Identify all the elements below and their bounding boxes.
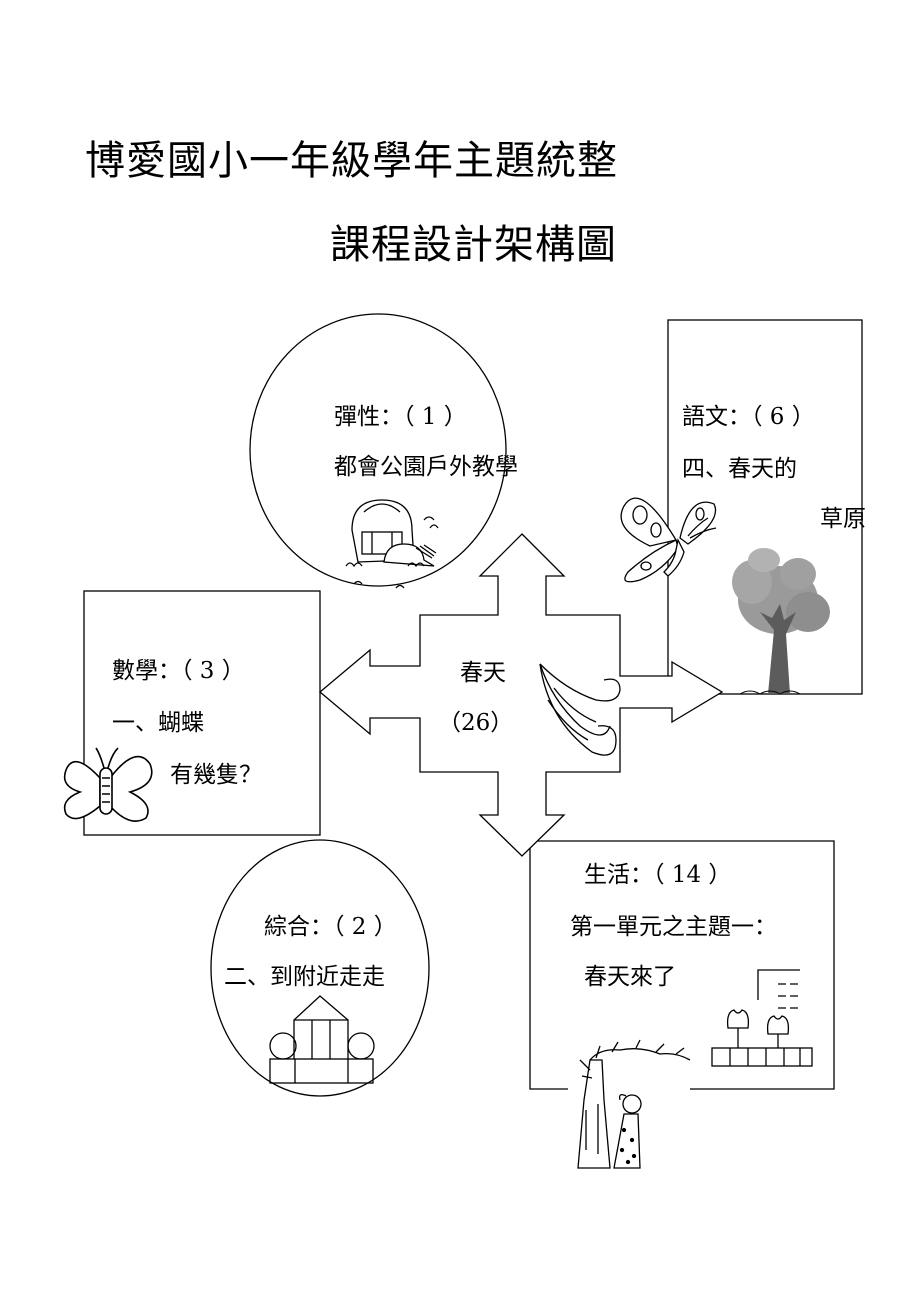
center-total: （26）	[438, 710, 514, 736]
life-topic-line1: 第一單元之主題一：	[570, 914, 777, 940]
chinese-subject: 語文：（ 6 ）	[682, 404, 815, 430]
integrated-topic: 二、到附近走走	[224, 964, 385, 990]
girl-under-tree-icon	[577, 1039, 691, 1169]
page-title: 博愛國小一年級學年主題統整	[85, 138, 618, 184]
life-subject: 生活：（ 14 ）	[584, 862, 732, 888]
tulip-planter-icon	[711, 969, 813, 1067]
flexible-circle	[249, 313, 507, 587]
block-house-icon	[269, 995, 375, 1084]
math-butterfly-icon	[63, 747, 153, 822]
tree-icon	[732, 548, 830, 695]
butterfly-icon	[620, 497, 717, 583]
wind-swirl-icon	[539, 663, 621, 756]
life-topic-line2: 春天來了	[584, 964, 676, 990]
integrated-circle	[210, 839, 430, 1097]
flexible-subject: 彈性：（ 1 ）	[334, 404, 467, 430]
cross-arrow	[318, 533, 724, 857]
integrated-subject: 綜合：（ 2 ）	[264, 914, 397, 940]
flexible-topic: 都會公園戶外教學	[334, 454, 518, 480]
chinese-topic-line1: 四、春天的	[682, 456, 797, 482]
page-subtitle: 課程設計架構圖	[330, 222, 617, 268]
math-topic-line1: 一、蝴蝶	[112, 710, 204, 736]
math-topic-line2: 有幾隻？	[170, 762, 262, 788]
center-theme: 春天	[460, 660, 506, 686]
backpack-icon	[345, 499, 439, 589]
chinese-topic-line2: 草原	[820, 506, 866, 532]
math-subject: 數學：（ 3 ）	[112, 658, 245, 684]
life-box	[529, 840, 835, 1090]
